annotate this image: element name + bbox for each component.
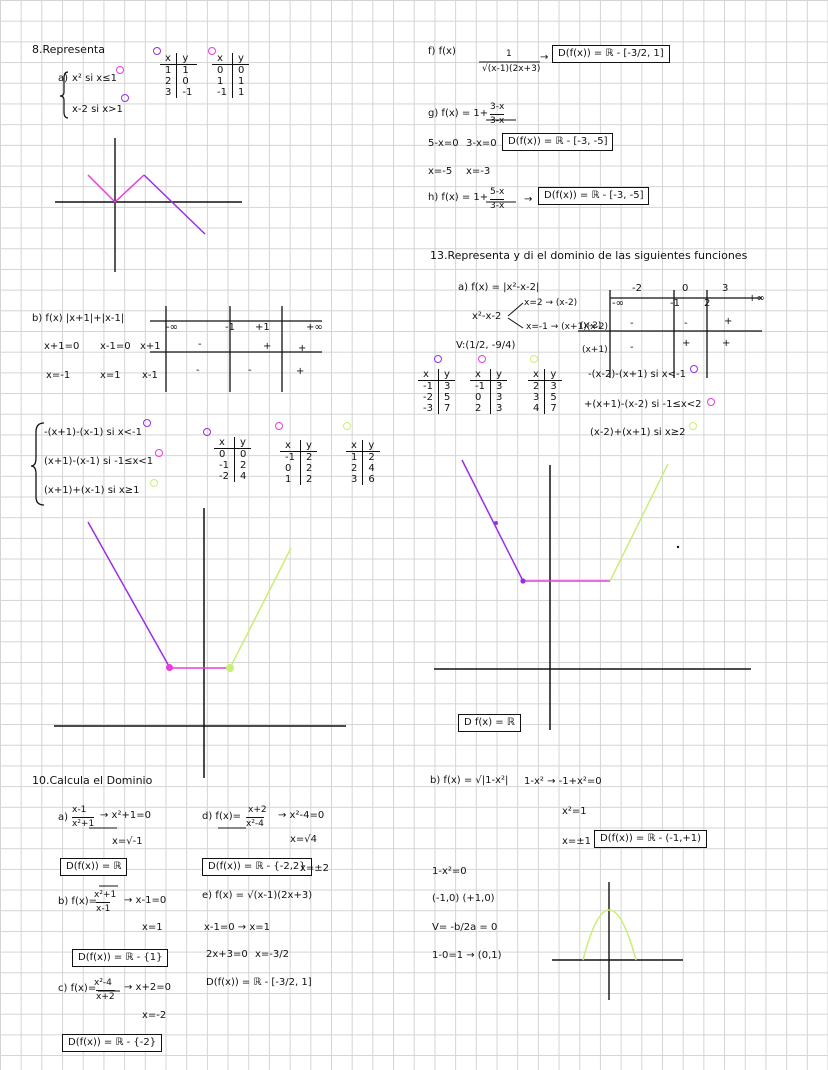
exercise-8-title: 8.Representa [32,43,105,56]
curve-13a-right [609,463,669,582]
part-13b-label: b) f(x) = √|1-x²| [430,775,509,786]
part-8b-label: b) f(x) |x+1|+|x-1| [32,313,125,324]
piece-13a-3: (x-2)+(x+1) si x≥2 [590,427,686,438]
curve-8a-parabola [87,174,145,204]
domain-13a: D f(x) = ℝ [458,714,521,732]
domain-10e: D(f(x)) = ℝ - [-3/2, 1] [206,977,312,988]
curve-13a-left [461,459,524,582]
domain-10d: D(f(x)) = ℝ - {-2,2} [202,858,312,876]
piece-8a-2: x-2 si x>1 [72,104,123,115]
domain-12g: D(f(x)) = ℝ - [-3, -5] [502,133,614,151]
domain-13b: D(f(x)) = ℝ - (-1,+1) [594,830,708,848]
piece-8b-2: (x+1)-(x-1) si -1≤x<1 [44,456,154,467]
part-10e-label: e) f(x) = √(x-1)(2x+3) [202,890,313,901]
curve-8b-right [229,547,292,669]
piece-8b-3: (x+1)+(x-1) si x≥1 [44,485,140,496]
domain-12h: D(f(x)) = ℝ - [-3, -5] [538,187,650,205]
piece-13a-2: +(x+1)-(x-2) si -1≤x<2 [584,399,702,410]
piece-8b-1: -(x+1)-(x-1) si x<-1 [44,427,142,438]
curve-8b-left [87,521,171,669]
curve-8a-line [143,174,206,235]
domain-12f: D(f(x)) = ℝ - [-3/2, 1] [552,45,670,63]
piece-8a-1: x² si x≤1 [72,73,117,84]
exercise-10-title: 10.Calcula el Dominio [32,774,153,787]
curve-13b-parabola [582,909,637,961]
domain-10b: D(f(x)) = ℝ - {1} [72,949,169,967]
piece-13a-1: -(x-2)-(x+1) si x<-1 [588,369,686,380]
exercise-13-title: 13.Representa y di el dominio de las sig… [430,249,748,262]
domain-10c: D(f(x)) = ℝ - {-2} [62,1034,163,1052]
domain-10a: D(f(x)) = ℝ [60,858,128,876]
